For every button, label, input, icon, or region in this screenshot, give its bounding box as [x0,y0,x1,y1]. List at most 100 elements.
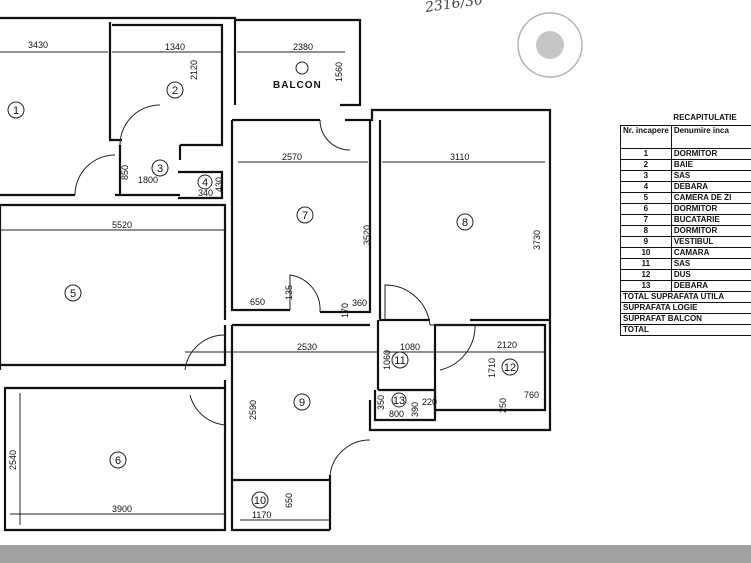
room-marker-8: 8 [456,213,474,231]
recap-total-row: SUPRAFATA LOGIE [620,302,751,314]
svg-text:220: 220 [422,397,437,407]
svg-text:8: 8 [462,217,468,229]
room-nr: 9 [620,236,672,248]
room-name: BUCATARIE [670,214,751,226]
room-nr: 7 [620,214,672,226]
room-name: BAIE [670,159,751,171]
svg-text:3110: 3110 [450,152,469,162]
svg-text:2570: 2570 [282,152,302,162]
svg-text:10: 10 [254,495,266,507]
walls [0,16,552,532]
room-nr: 5 [620,192,672,204]
svg-text:170: 170 [340,303,350,318]
room-markers: 1 2 3 4 5 6 7 8 9 10 11 12 13 [7,81,519,509]
stamp-seal [517,12,583,78]
room-nr: 6 [620,203,672,215]
svg-text:2120: 2120 [189,60,199,80]
room-name: SAS [670,170,751,182]
svg-text:1: 1 [13,105,19,117]
room-name: DEBARA [670,280,751,292]
svg-text:1560: 1560 [334,62,344,82]
svg-text:4: 4 [202,177,208,189]
svg-text:3430: 3430 [28,40,48,50]
svg-text:430: 430 [214,177,224,192]
room-name: DUS [670,269,751,281]
room-nr: 1 [620,148,672,160]
total-label: SUPRAFATA LOGIE [620,302,751,314]
svg-text:2590: 2590 [248,400,258,420]
room-marker-6: 6 [109,451,127,469]
room-name: DORMITOR [670,148,751,160]
room-nr: 2 [620,159,672,171]
room-nr: 12 [620,269,672,281]
room-name: SAS [670,258,751,270]
svg-text:3520: 3520 [362,225,372,245]
room-nr: 11 [620,258,672,270]
svg-text:11: 11 [394,355,405,367]
svg-text:2530: 2530 [297,342,317,352]
svg-text:850: 850 [120,165,130,180]
svg-text:6: 6 [115,455,121,467]
dimension-labels: 3430 1340 2380 2120 1560 850 1800 340 43… [8,40,542,520]
recap-total-row: TOTAL SUPRAFATA UTILA [620,291,751,303]
svg-text:800: 800 [389,409,404,419]
svg-text:1060: 1060 [382,350,392,370]
scan-edge-noise [0,545,751,563]
room-nr: 8 [620,225,672,237]
svg-text:12: 12 [504,362,516,374]
total-label: SUPRAFAT BALCON [620,313,751,325]
svg-text:250: 250 [498,398,508,413]
room-marker-9: 9 [293,393,311,411]
svg-text:3: 3 [157,163,163,175]
svg-text:650: 650 [284,493,294,508]
room-nr: 4 [620,181,672,193]
room-name: DORMITOR [670,203,751,215]
room-marker-2: 2 [166,81,184,99]
room-name: CAMARA [670,247,751,259]
door-swings [74,61,476,476]
total-label: TOTAL SUPRAFATA UTILA [620,291,751,303]
room-nr: 10 [620,247,672,259]
svg-text:3730: 3730 [532,230,542,250]
svg-text:13: 13 [393,395,405,407]
svg-text:2380: 2380 [293,42,313,52]
svg-text:340: 340 [198,188,213,198]
room-marker-7: 7 [296,206,314,224]
svg-text:1710: 1710 [487,358,497,378]
recap-total-row: SUPRAFAT BALCON [620,313,751,325]
room-marker-4: 4 [197,174,213,190]
total-label: TOTAL [620,324,751,336]
room-marker-13: 13 [391,392,407,408]
svg-text:5: 5 [70,288,76,300]
svg-text:2: 2 [172,85,178,97]
svg-text:1080: 1080 [400,342,420,352]
room-marker-3: 3 [151,159,169,177]
svg-text:2540: 2540 [8,450,18,470]
svg-text:760: 760 [524,390,539,400]
recap-title: RECAPITULATIE [673,113,737,122]
svg-text:1170: 1170 [252,510,271,520]
svg-text:5520: 5520 [112,220,132,230]
svg-text:2120: 2120 [497,340,517,350]
col-name-header: Denumire inca [670,125,751,149]
svg-text:390: 390 [410,402,420,417]
svg-text:9: 9 [299,397,305,409]
balcony-label: BALCON [273,80,322,91]
dimension-lines [0,51,545,525]
col-nr-header: Nr. incapere [620,125,672,149]
svg-text:1800: 1800 [138,175,158,185]
